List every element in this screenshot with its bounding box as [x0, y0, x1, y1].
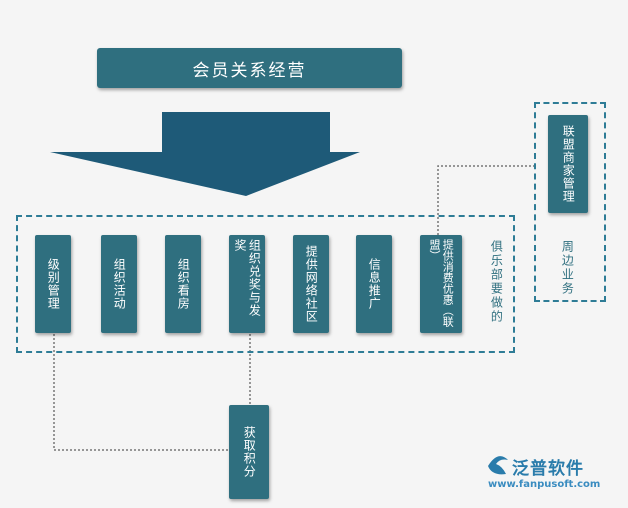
down-arrow	[50, 112, 360, 196]
box-organize-activities: 组织活动	[101, 235, 137, 333]
brand-mark-icon	[488, 456, 508, 475]
box-organize-awards: 组织兑奖与发奖	[229, 235, 265, 333]
box-consumer-discount: 提供消费优惠（联盟）	[420, 235, 462, 333]
box-online-community: 提供网络社区	[293, 235, 329, 333]
connector-level-to-points	[53, 334, 229, 451]
box-organize-viewing: 组织看房	[165, 235, 201, 333]
alliance-group-frame	[534, 102, 606, 302]
diagram-title: 会员关系经营	[192, 60, 307, 81]
peripheral-business-label: 周边业务	[560, 240, 575, 296]
connector-discount-to-alliance	[437, 165, 534, 235]
club-label: 俱乐部要做的	[489, 240, 504, 324]
box-alliance-merchant: 联盟商家管理	[548, 115, 588, 213]
box-get-points: 获取积分	[229, 405, 269, 499]
box-level-management: 级别管理	[35, 235, 71, 333]
brand-logo: 泛普软件 www.fanpusoft.com	[484, 454, 614, 496]
diagram-title-box: 会员关系经营	[97, 48, 402, 88]
club-group-frame	[16, 215, 515, 353]
box-info-promotion: 信息推广	[356, 235, 392, 333]
